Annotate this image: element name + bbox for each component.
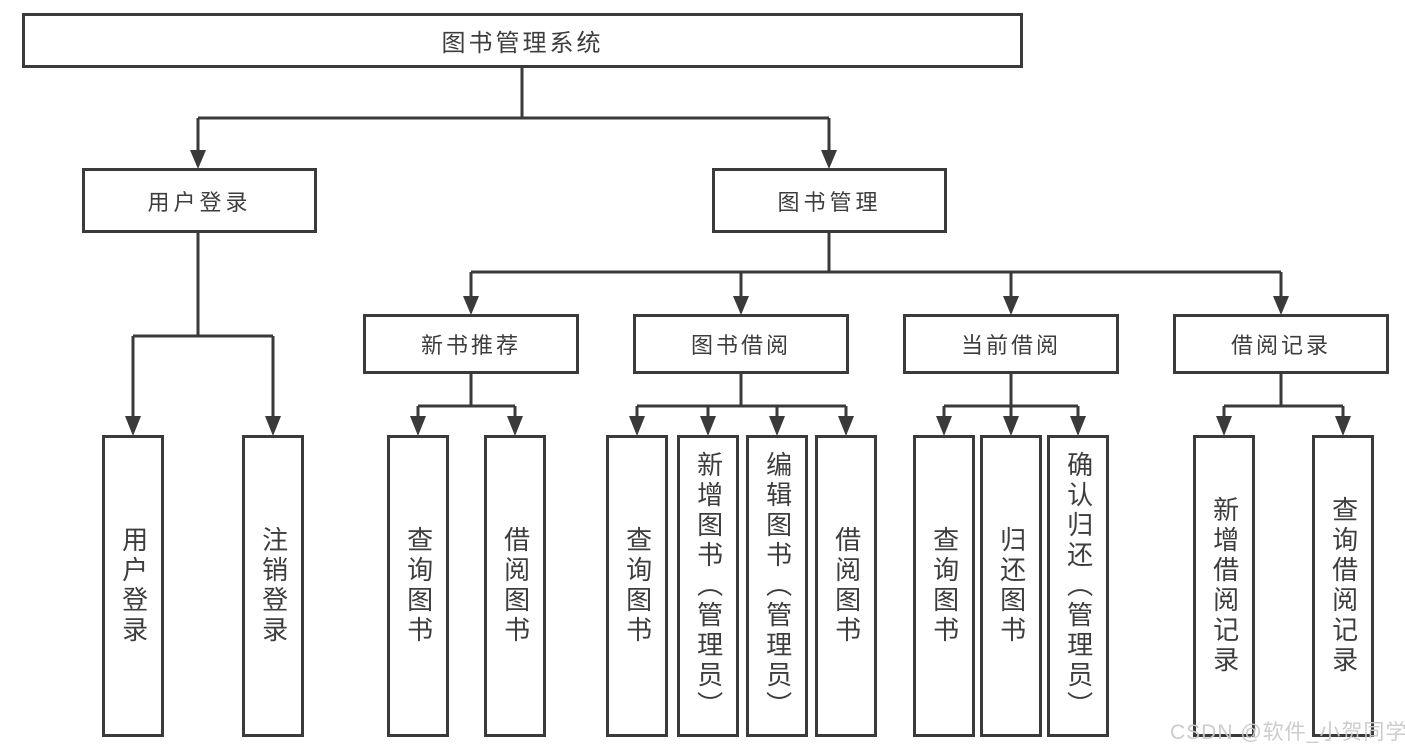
- leaf-query-books-borrow-label: 查询图书: [622, 526, 653, 646]
- leaf-edit-book-admin-label: 编辑图书（管理员）: [762, 451, 793, 721]
- leaf-query-books-current-label: 查询图书: [929, 526, 960, 646]
- leaf-add-borrow-record-label: 新增借阅记录: [1209, 496, 1240, 676]
- leaf-return-book: 归还图书: [980, 435, 1042, 737]
- leaf-borrow-books-borrow-label: 借阅图书: [831, 526, 862, 646]
- leaf-user-login: 用户登录: [102, 435, 164, 737]
- arrowheads: [125, 150, 1351, 436]
- leaf-borrow-books-newrec-label: 借阅图书: [500, 526, 531, 646]
- leaf-user-login-label: 用户登录: [118, 526, 149, 646]
- leaf-add-book-admin-label: 新增图书（管理员）: [693, 451, 724, 721]
- leaf-add-book-admin: 新增图书（管理员）: [677, 435, 739, 737]
- node-root: 图书管理系统: [22, 13, 1023, 68]
- leaf-query-borrow-record-label: 查询借阅记录: [1328, 496, 1359, 676]
- leaf-query-books-newrec: 查询图书: [387, 435, 449, 737]
- node-book-borrow: 图书借阅: [633, 314, 849, 374]
- leaf-edit-book-admin: 编辑图书（管理员）: [746, 435, 808, 737]
- leaf-add-borrow-record: 新增借阅记录: [1193, 435, 1255, 737]
- node-current-borrow: 当前借阅: [903, 314, 1119, 374]
- leaf-query-books-current: 查询图书: [913, 435, 975, 737]
- leaf-confirm-return-admin: 确认归还（管理员）: [1047, 435, 1109, 737]
- leaf-confirm-return-admin-label: 确认归还（管理员）: [1063, 451, 1094, 721]
- node-new-book-recommend: 新书推荐: [363, 314, 579, 374]
- leaf-query-books-newrec-label: 查询图书: [403, 526, 434, 646]
- leaf-return-book-label: 归还图书: [996, 526, 1027, 646]
- leaf-logout: 注销登录: [242, 435, 304, 737]
- watermark: CSDN @软件_小贺同学: [1170, 721, 1405, 744]
- leaf-query-books-borrow: 查询图书: [606, 435, 668, 737]
- leaf-logout-label: 注销登录: [258, 526, 289, 646]
- node-user-login: 用户登录: [82, 168, 317, 233]
- leaf-borrow-books-newrec: 借阅图书: [484, 435, 546, 737]
- node-book-management: 图书管理: [712, 168, 947, 233]
- leaf-query-borrow-record: 查询借阅记录: [1312, 435, 1374, 737]
- leaf-borrow-books-borrow: 借阅图书: [815, 435, 877, 737]
- node-borrow-records: 借阅记录: [1173, 314, 1389, 374]
